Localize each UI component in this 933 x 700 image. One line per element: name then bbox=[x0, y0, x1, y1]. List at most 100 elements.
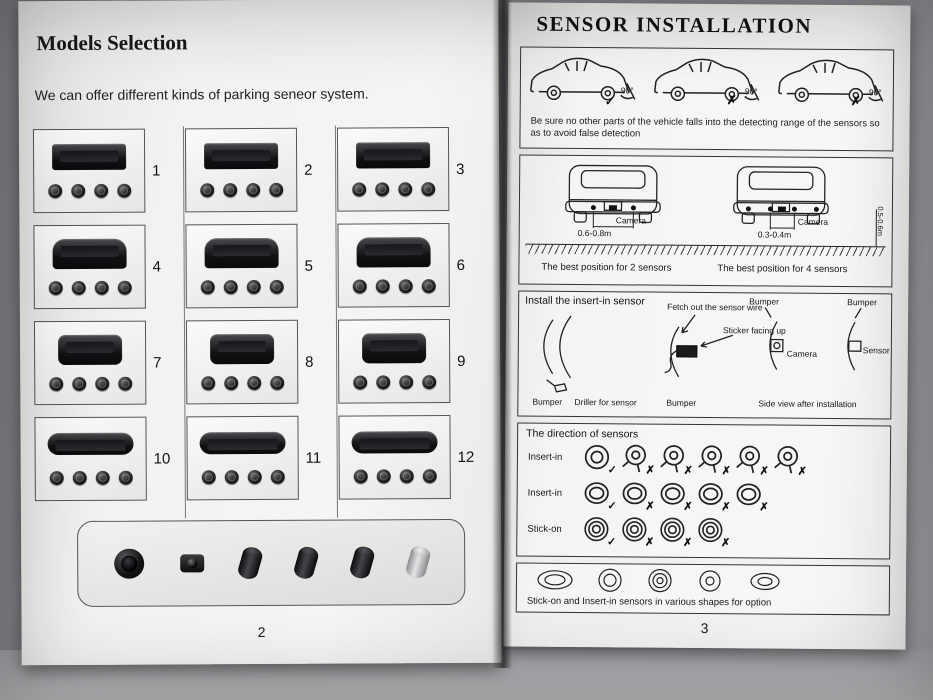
stickon-sensor-icon: ✗ bbox=[695, 515, 730, 549]
ring-sensor-icon: ✗ bbox=[658, 479, 693, 513]
sensor-icon bbox=[398, 279, 413, 294]
camera-label: Camera bbox=[797, 216, 829, 227]
stickon-sensor-icon: ✗ bbox=[657, 515, 692, 549]
sensor-dot-icon bbox=[590, 205, 596, 211]
row-label-insert-in: Insert-in bbox=[527, 451, 563, 463]
cross-icon: ✗ bbox=[721, 465, 731, 478]
model-photo bbox=[185, 319, 299, 405]
height-label: 0.5-0.6m bbox=[875, 206, 885, 237]
sensor-icon bbox=[117, 280, 132, 296]
display-unit-icon bbox=[204, 142, 279, 170]
cross-icon: ✗ bbox=[850, 94, 861, 109]
sensor-icon bbox=[270, 469, 285, 484]
display-unit-icon bbox=[47, 432, 134, 456]
sensor-icon bbox=[48, 377, 63, 392]
check-icon: ✓ bbox=[607, 500, 617, 513]
sensor-icon bbox=[49, 470, 64, 485]
cross-icon: ✗ bbox=[797, 465, 807, 478]
sensor-tilt-icon: ✗ bbox=[658, 443, 693, 477]
cross-icon: ✗ bbox=[645, 500, 655, 513]
sensor-tilt-icon: ✗ bbox=[772, 444, 807, 478]
angle-label: 90° bbox=[620, 85, 634, 96]
sensor-icon bbox=[422, 468, 437, 483]
direction-section: The direction of sensors Insert-in Inser… bbox=[516, 422, 892, 560]
models-column-1: 1 4 7 10 bbox=[32, 126, 186, 520]
measure-line bbox=[769, 227, 794, 229]
cross-icon: ✗ bbox=[726, 93, 737, 108]
ground-hatch bbox=[525, 243, 886, 257]
model-number: 8 bbox=[305, 353, 314, 371]
sensor-row bbox=[352, 375, 436, 390]
sensor-tilt-icon: ✗ bbox=[734, 443, 769, 477]
bumper-label: Bumper bbox=[666, 397, 697, 408]
sensor-tilt-icon: ✗ bbox=[696, 443, 731, 477]
caption-2-sensors: The best position for 2 sensors bbox=[541, 261, 672, 274]
cross-icon: ✗ bbox=[645, 536, 655, 549]
model-cell: 1 bbox=[32, 126, 183, 215]
model-number: 6 bbox=[456, 256, 466, 274]
sensor-icon bbox=[224, 469, 239, 484]
model-photo bbox=[184, 127, 298, 213]
camera-label: Camera bbox=[786, 348, 818, 359]
model-photo bbox=[337, 319, 451, 404]
sensor-icon bbox=[223, 280, 238, 295]
sensor-icon bbox=[222, 183, 237, 198]
sensor-icon bbox=[200, 280, 215, 295]
sensor-icon bbox=[269, 376, 284, 391]
sensor-dot-icon bbox=[813, 206, 819, 212]
check-icon: ✓ bbox=[604, 94, 615, 109]
sensor-icon bbox=[247, 469, 262, 484]
left-page: Models Selection We can offer different … bbox=[18, 0, 502, 666]
model-cell: 6 bbox=[337, 221, 487, 310]
display-unit-icon bbox=[204, 237, 279, 268]
model-number: 7 bbox=[153, 354, 162, 372]
model-photo bbox=[338, 415, 451, 500]
sensor-icon bbox=[116, 183, 131, 198]
distance-label: 0.3-0.4m bbox=[757, 229, 792, 240]
sensor-icon bbox=[353, 469, 368, 484]
sensor-row bbox=[351, 182, 435, 197]
sensor-icon bbox=[397, 182, 412, 197]
sensor-icon bbox=[246, 376, 261, 391]
page-title: SENSOR INSTALLATION bbox=[536, 11, 813, 38]
direction-header: The direction of sensors bbox=[526, 427, 639, 441]
sensor-icon bbox=[70, 183, 85, 198]
right-page: SENSOR INSTALLATION 90° 90° 90° ✓ ✗ ✗ Be… bbox=[503, 2, 911, 650]
sensor-icon bbox=[268, 182, 283, 197]
ring-sensor-icon: ✗ bbox=[620, 478, 655, 513]
ring-sensor-icon: ✗ bbox=[696, 479, 731, 513]
check-icon: ✓ bbox=[607, 536, 617, 549]
page-number: 2 bbox=[257, 623, 266, 641]
row-label-insert-in: Insert-in bbox=[527, 487, 563, 499]
camera-label: Camera bbox=[615, 215, 647, 226]
angle-label: 90° bbox=[868, 87, 882, 98]
direction-row-2: ✓ ✗ ✗ ✗ ✗ bbox=[582, 478, 769, 513]
sensor-icon bbox=[374, 182, 389, 197]
display-unit-icon bbox=[356, 236, 431, 268]
cross-icon: ✗ bbox=[683, 500, 693, 513]
measure-line bbox=[793, 213, 795, 230]
display-unit-icon bbox=[199, 432, 286, 455]
caption-4-sensors: The best position for 4 sensors bbox=[717, 263, 848, 276]
model-number: 12 bbox=[457, 448, 475, 466]
camera-icon bbox=[180, 554, 205, 573]
car-rear-2sensor-icon bbox=[548, 162, 679, 235]
model-cell: 4 bbox=[33, 222, 183, 311]
sensor-icon bbox=[351, 182, 366, 197]
angle-section: 90° 90° 90° ✓ ✗ ✗ Be sure no other parts… bbox=[519, 46, 895, 152]
sensor-row bbox=[48, 376, 132, 392]
model-photo bbox=[32, 128, 146, 214]
display-unit-icon bbox=[58, 334, 123, 365]
cross-icon: ✗ bbox=[645, 464, 655, 477]
sensor-icon bbox=[352, 279, 367, 294]
display-unit-icon bbox=[362, 332, 427, 364]
sensor-row bbox=[352, 279, 436, 294]
sideview-caption: Side view after installation bbox=[758, 398, 857, 410]
display-unit-icon bbox=[52, 143, 127, 171]
model-number: 10 bbox=[153, 449, 171, 468]
sensor-icon bbox=[398, 375, 413, 390]
sensor-row bbox=[200, 376, 284, 391]
model-photo bbox=[34, 416, 147, 502]
sensor-icon bbox=[421, 279, 436, 294]
display-unit-icon bbox=[210, 333, 275, 364]
